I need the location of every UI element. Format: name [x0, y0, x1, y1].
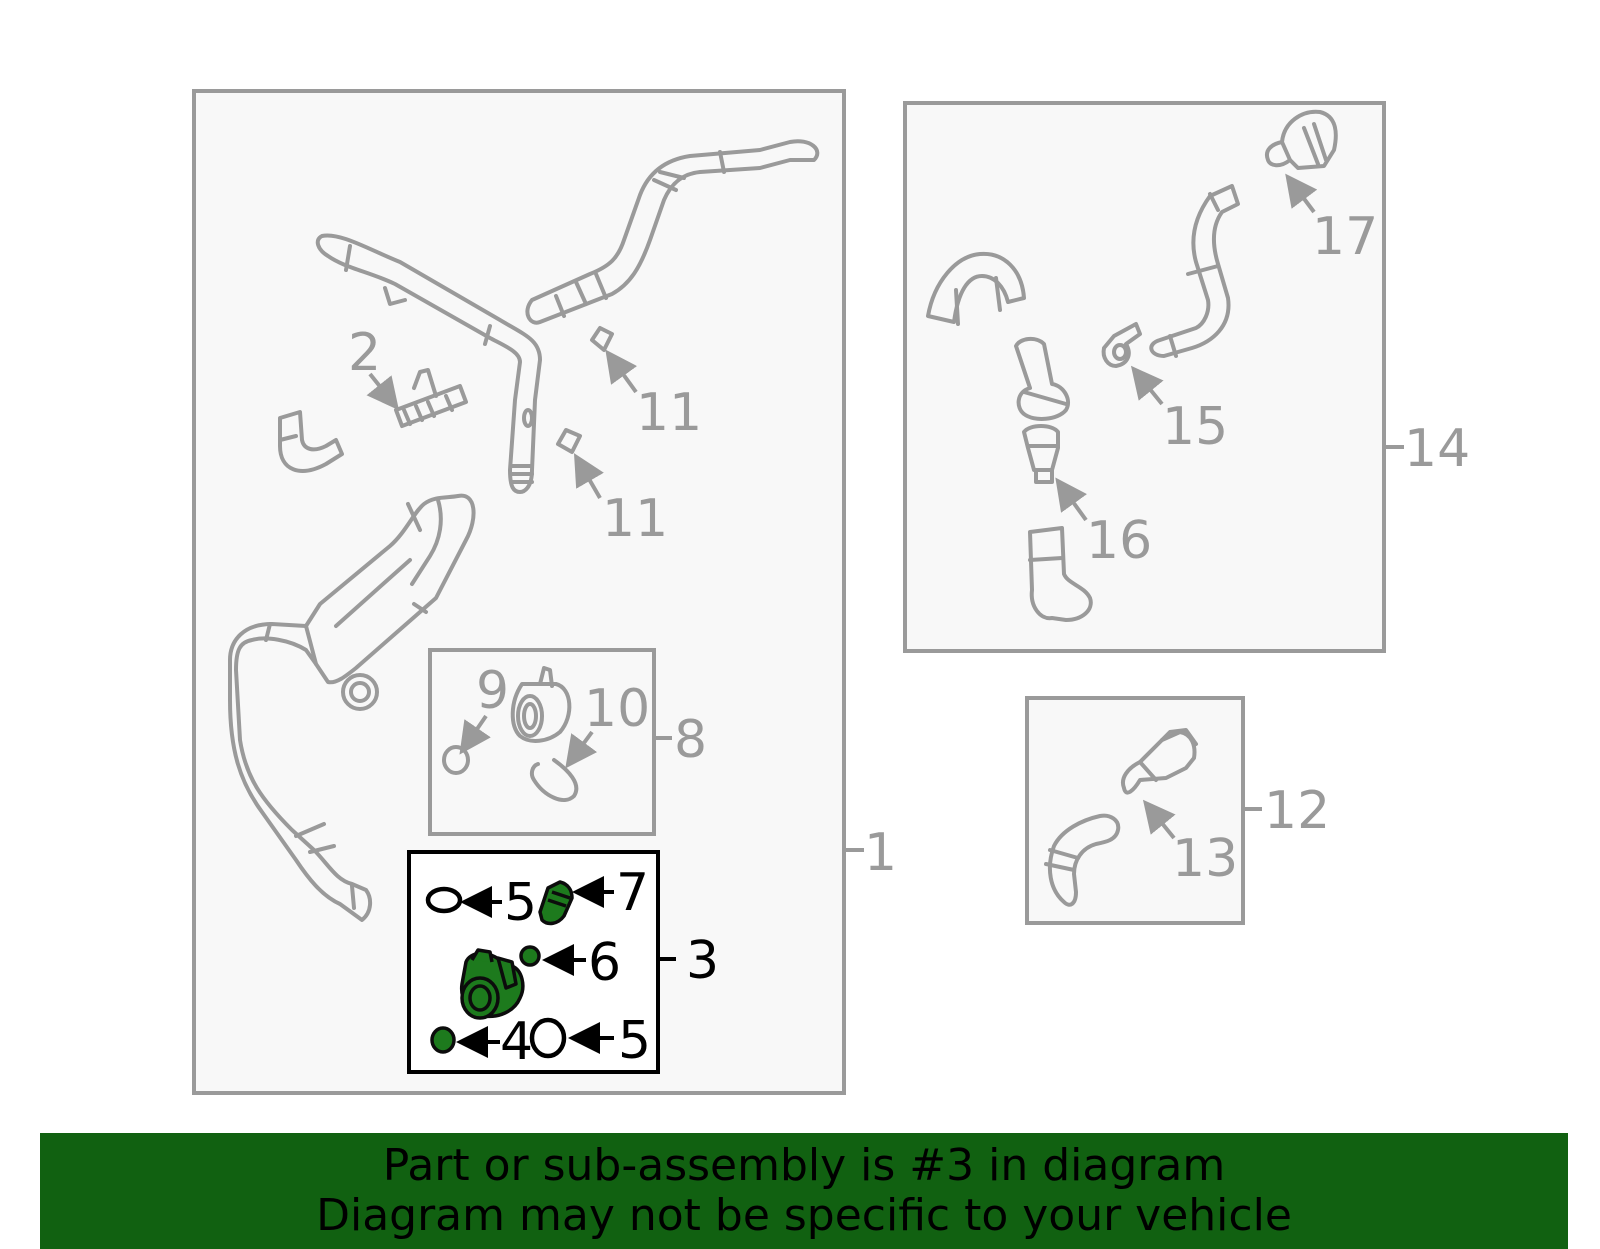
banner-line-2: Diagram may not be specific to your vehi…: [316, 1190, 1292, 1241]
part-6-seal[interactable]: [519, 945, 541, 967]
callout-2: 2: [348, 323, 381, 383]
callout-9: 9: [476, 661, 509, 721]
part-3-housing[interactable]: [459, 948, 525, 1020]
callout-13: 13: [1172, 829, 1238, 889]
callout-5-upper: 5: [504, 873, 537, 933]
callout-4: 4: [500, 1012, 533, 1072]
leader-arrows: [366, 173, 1318, 1058]
callout-7: 7: [616, 863, 649, 923]
callout-12: 12: [1264, 781, 1330, 841]
hose-elbow-small[interactable]: [278, 410, 344, 473]
callout-3: 3: [686, 931, 719, 991]
callout-1: 1: [864, 823, 897, 883]
callout-15: 15: [1162, 397, 1228, 457]
hose-long-right[interactable]: [1149, 184, 1240, 358]
part-4-cap[interactable]: [430, 1026, 456, 1054]
callout-17: 17: [1312, 207, 1378, 267]
coolant-pipe-upper[interactable]: [315, 233, 542, 494]
coolant-hose-upper-right[interactable]: [525, 139, 820, 325]
part-8-housing[interactable]: [510, 666, 572, 743]
callout-11-lower: 11: [602, 489, 668, 549]
callout-numbers: 1 2 3 4 5 5 6 7 8 9 10 11 11 12 13 14 15…: [348, 207, 1470, 1072]
coolant-hose-lower[interactable]: [228, 493, 476, 922]
hose-elbow-top[interactable]: [926, 251, 1026, 326]
group-box-12: [1025, 696, 1262, 925]
part-13-connector[interactable]: [1121, 728, 1198, 795]
callout-11-upper: 11: [636, 383, 702, 443]
part-10-clip[interactable]: [529, 758, 579, 802]
group-box-14: [903, 101, 1404, 653]
hose-short-bottom[interactable]: [1028, 526, 1093, 622]
thermostat-housing[interactable]: [1014, 337, 1071, 421]
callout-6: 6: [588, 933, 621, 993]
part-9-o-ring[interactable]: [442, 745, 470, 775]
part-11-clamp-b[interactable]: [556, 428, 582, 454]
callout-10: 10: [584, 679, 650, 739]
part-11-clamp-a[interactable]: [590, 326, 614, 352]
part-17-fitting[interactable]: [1265, 109, 1338, 170]
part-16-coupler[interactable]: [1022, 424, 1060, 484]
callout-16: 16: [1086, 511, 1152, 571]
callout-5-lower: 5: [618, 1011, 651, 1071]
callout-14: 14: [1404, 419, 1470, 479]
part-2-fitting[interactable]: [394, 368, 468, 428]
info-banner: Part or sub-assembly is #3 in diagram Di…: [40, 1133, 1568, 1249]
banner-line-1: Part or sub-assembly is #3 in diagram: [382, 1140, 1226, 1191]
part-15-clamp[interactable]: [1101, 322, 1142, 368]
callout-8: 8: [674, 710, 707, 770]
parts-diagram: 1 2 3 4 5 5 6 7 8 9 10 11 11 12 13 14 15…: [192, 89, 1470, 1095]
part-5-o-ring-lower[interactable]: [529, 1017, 567, 1059]
hose-elbow-12[interactable]: [1044, 813, 1121, 907]
